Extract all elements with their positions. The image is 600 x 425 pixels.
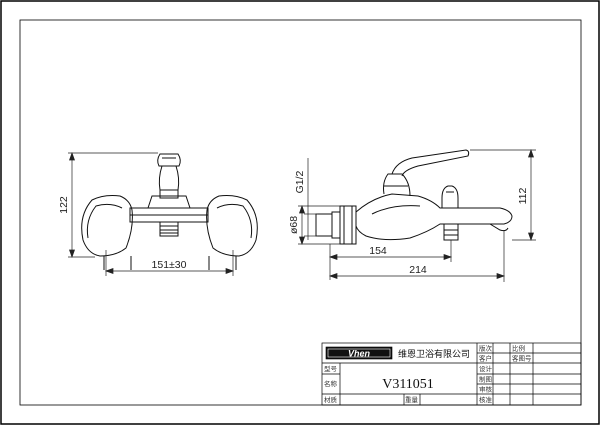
brand-logo: [325, 346, 393, 360]
side-view: [315, 149, 513, 245]
label-material: 材质: [324, 395, 338, 404]
brand-logo-text: Vhen: [348, 349, 371, 359]
label-review: 审核: [479, 385, 493, 394]
front-view-dimensions: [68, 151, 235, 276]
side-height-dimension: 112: [517, 187, 529, 204]
label-weight: 重量: [405, 396, 419, 404]
sheet-inner-frame: [19, 19, 582, 406]
side-thread-dimension: G1/2: [294, 170, 306, 193]
label-scale: 比例: [512, 344, 525, 353]
side-length-154-dimension: 154: [369, 245, 387, 257]
product-code: V311051: [382, 377, 434, 392]
label-drafting: 制图: [479, 375, 492, 384]
front-view: [81, 153, 258, 270]
label-name: 名称: [324, 379, 338, 388]
label-approval: 核准: [479, 395, 493, 404]
label-model: 型号: [324, 364, 338, 373]
label-customer-drawing-no: 客图号: [512, 354, 532, 363]
label-design: 设计: [479, 364, 493, 373]
front-height-dimension: 122: [58, 196, 70, 214]
side-diameter-dimension: ø68: [288, 216, 300, 234]
company-name: 维恩卫浴有限公司: [398, 348, 470, 360]
title-block: [321, 342, 582, 406]
front-width-dimension: 151±30: [152, 259, 187, 271]
side-view-dimensions: [298, 148, 536, 282]
side-length-214-dimension: 214: [409, 264, 427, 276]
label-customer: 客户: [479, 354, 492, 363]
label-revision: 版次: [479, 344, 493, 353]
